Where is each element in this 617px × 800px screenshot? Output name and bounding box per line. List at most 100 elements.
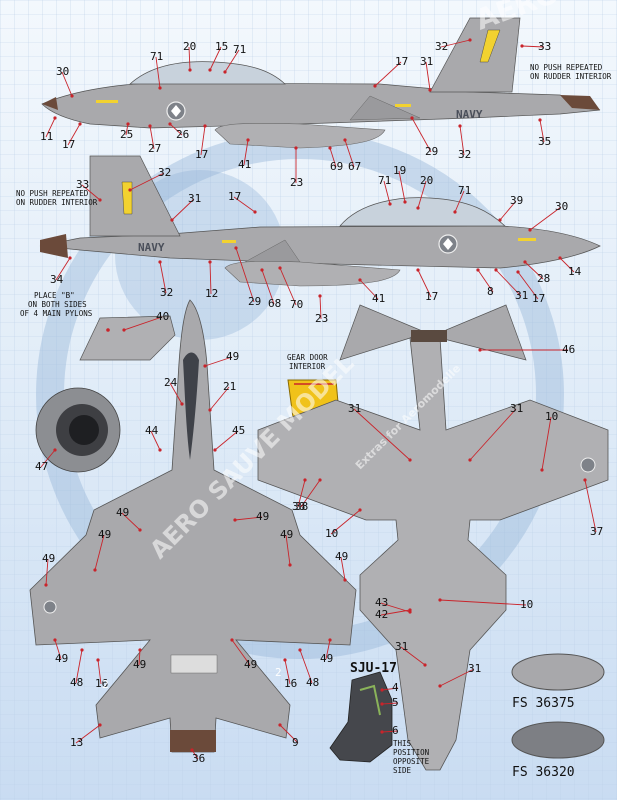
callout-leader xyxy=(81,184,101,201)
callout-leader xyxy=(234,516,263,521)
callout-leader xyxy=(67,123,81,146)
callout-leader xyxy=(129,172,165,191)
callout-number: 33 xyxy=(76,178,89,191)
callout-leader xyxy=(285,534,291,566)
callout-target xyxy=(328,638,332,642)
svg-text:OF 4 MAIN PYLONS: OF 4 MAIN PYLONS xyxy=(20,309,93,318)
callout-target xyxy=(303,478,307,482)
callout-bottom_right-1: 31 xyxy=(348,402,412,462)
callout-leader xyxy=(188,46,191,71)
callout-leader xyxy=(214,430,239,451)
callout-top_profile-5: 11 xyxy=(40,116,57,143)
callout-mid_profile-7: 71 xyxy=(453,184,471,214)
callout-mid_profile-8: 39 xyxy=(498,194,523,222)
callout-target xyxy=(158,86,162,90)
callout-target xyxy=(203,124,207,128)
callout-target xyxy=(538,118,542,122)
callout-target xyxy=(233,518,237,522)
callout-number: 68 xyxy=(268,297,281,310)
callout-target xyxy=(343,578,347,582)
callout-number: 39 xyxy=(510,194,523,207)
callout-mid_profile-22: 28 xyxy=(523,260,550,285)
callout-target xyxy=(158,260,162,264)
callout-number: 20 xyxy=(420,174,433,187)
callout-top_profile-10: 17 xyxy=(195,124,208,161)
callout-bottom_left-3: 44 xyxy=(145,424,162,452)
callout-leader xyxy=(159,261,167,294)
callout-target xyxy=(288,563,292,567)
callout-mid_profile-5: 19 xyxy=(393,164,407,204)
callout-target xyxy=(388,202,392,206)
callout-mid_profile-18: 17 xyxy=(416,268,438,303)
callout-top_profile-12: 23 xyxy=(290,146,303,189)
callout-target xyxy=(494,268,498,272)
callout-target xyxy=(98,723,102,727)
seat-title: SJU-17 xyxy=(350,661,397,676)
callout-leader xyxy=(499,200,517,221)
callout-bottom_left-23: 38 xyxy=(292,478,307,513)
callout-number: 71 xyxy=(150,50,163,63)
svg-text:ON BOTH SIDES: ON BOTH SIDES xyxy=(28,300,87,309)
callout-target xyxy=(190,748,194,752)
callout-number: 67 xyxy=(348,160,361,173)
callout-target xyxy=(260,268,264,272)
callout-leader xyxy=(235,247,255,303)
callout-mid_profile-10: 34 xyxy=(50,256,72,286)
callout-leader xyxy=(97,659,102,685)
callout-mid_profile-15: 70 xyxy=(278,266,303,311)
callout-leader xyxy=(75,724,101,744)
callout-top_profile-21: 33 xyxy=(520,40,551,53)
callout-target xyxy=(453,210,457,214)
svg-text:POSITION: POSITION xyxy=(393,748,429,757)
callout-mid_profile-11: 32 xyxy=(158,260,173,299)
callout-leader xyxy=(330,509,361,535)
callout-target xyxy=(373,84,377,88)
callout-bottom_left-9: 49 xyxy=(280,528,293,567)
callout-target xyxy=(126,122,130,126)
callout-leader xyxy=(125,123,129,136)
callout-leader xyxy=(243,139,249,166)
callout-number: 19 xyxy=(393,164,406,177)
callout-number: 30 xyxy=(56,65,69,78)
callout-target xyxy=(476,268,480,272)
callout-leader xyxy=(138,649,141,666)
callout-number: 26 xyxy=(176,128,189,141)
callout-leader xyxy=(440,39,471,48)
callout-number: 49 xyxy=(335,550,348,563)
callout-bottom_left-17: 49 xyxy=(320,638,333,665)
callout-bottom_left-4: 45 xyxy=(213,424,245,452)
callout-target xyxy=(358,508,362,512)
callout-target xyxy=(298,648,302,652)
callout-target xyxy=(234,246,238,250)
callout-mid_profile-6: 20 xyxy=(416,174,433,210)
callout-target xyxy=(98,198,102,202)
callout-target xyxy=(358,278,362,282)
callout-leader xyxy=(411,117,432,153)
svg-text:ON RUDDER INTERIOR: ON RUDDER INTERIOR xyxy=(530,72,612,81)
callout-bottom_left-7: 49 xyxy=(233,510,269,523)
callout-leader xyxy=(521,45,545,48)
callout-number: 30 xyxy=(555,200,568,213)
callout-top_profile-13: 69 xyxy=(328,146,343,173)
callout-top_profile-1: 20 xyxy=(183,40,196,72)
callout-number: 12 xyxy=(205,287,218,300)
callout-target xyxy=(423,663,427,667)
callout-top_profile-15: 29 xyxy=(410,116,438,158)
callout-number: 16 xyxy=(284,677,297,690)
svg-text:NO PUSH REPEATED: NO PUSH REPEATED xyxy=(16,189,89,198)
callout-target xyxy=(528,228,532,232)
callout-target xyxy=(53,638,57,642)
callout-number: 49 xyxy=(256,510,269,523)
callout-bottom_left-22: 48 xyxy=(298,648,319,689)
callout-target xyxy=(168,122,172,126)
callout-target xyxy=(408,458,412,462)
callout-number: 49 xyxy=(133,658,146,671)
callout-target xyxy=(283,658,287,662)
callout-top_profile-20: 32 xyxy=(435,38,472,53)
callout-bottom_right-6: 37 xyxy=(583,478,603,538)
callout-target xyxy=(78,122,82,126)
callout-target xyxy=(278,266,282,270)
callout-top_profile-11: 41 xyxy=(238,138,251,171)
callout-bottom_left-0: 49 xyxy=(203,350,239,368)
callout-leader xyxy=(224,49,240,73)
